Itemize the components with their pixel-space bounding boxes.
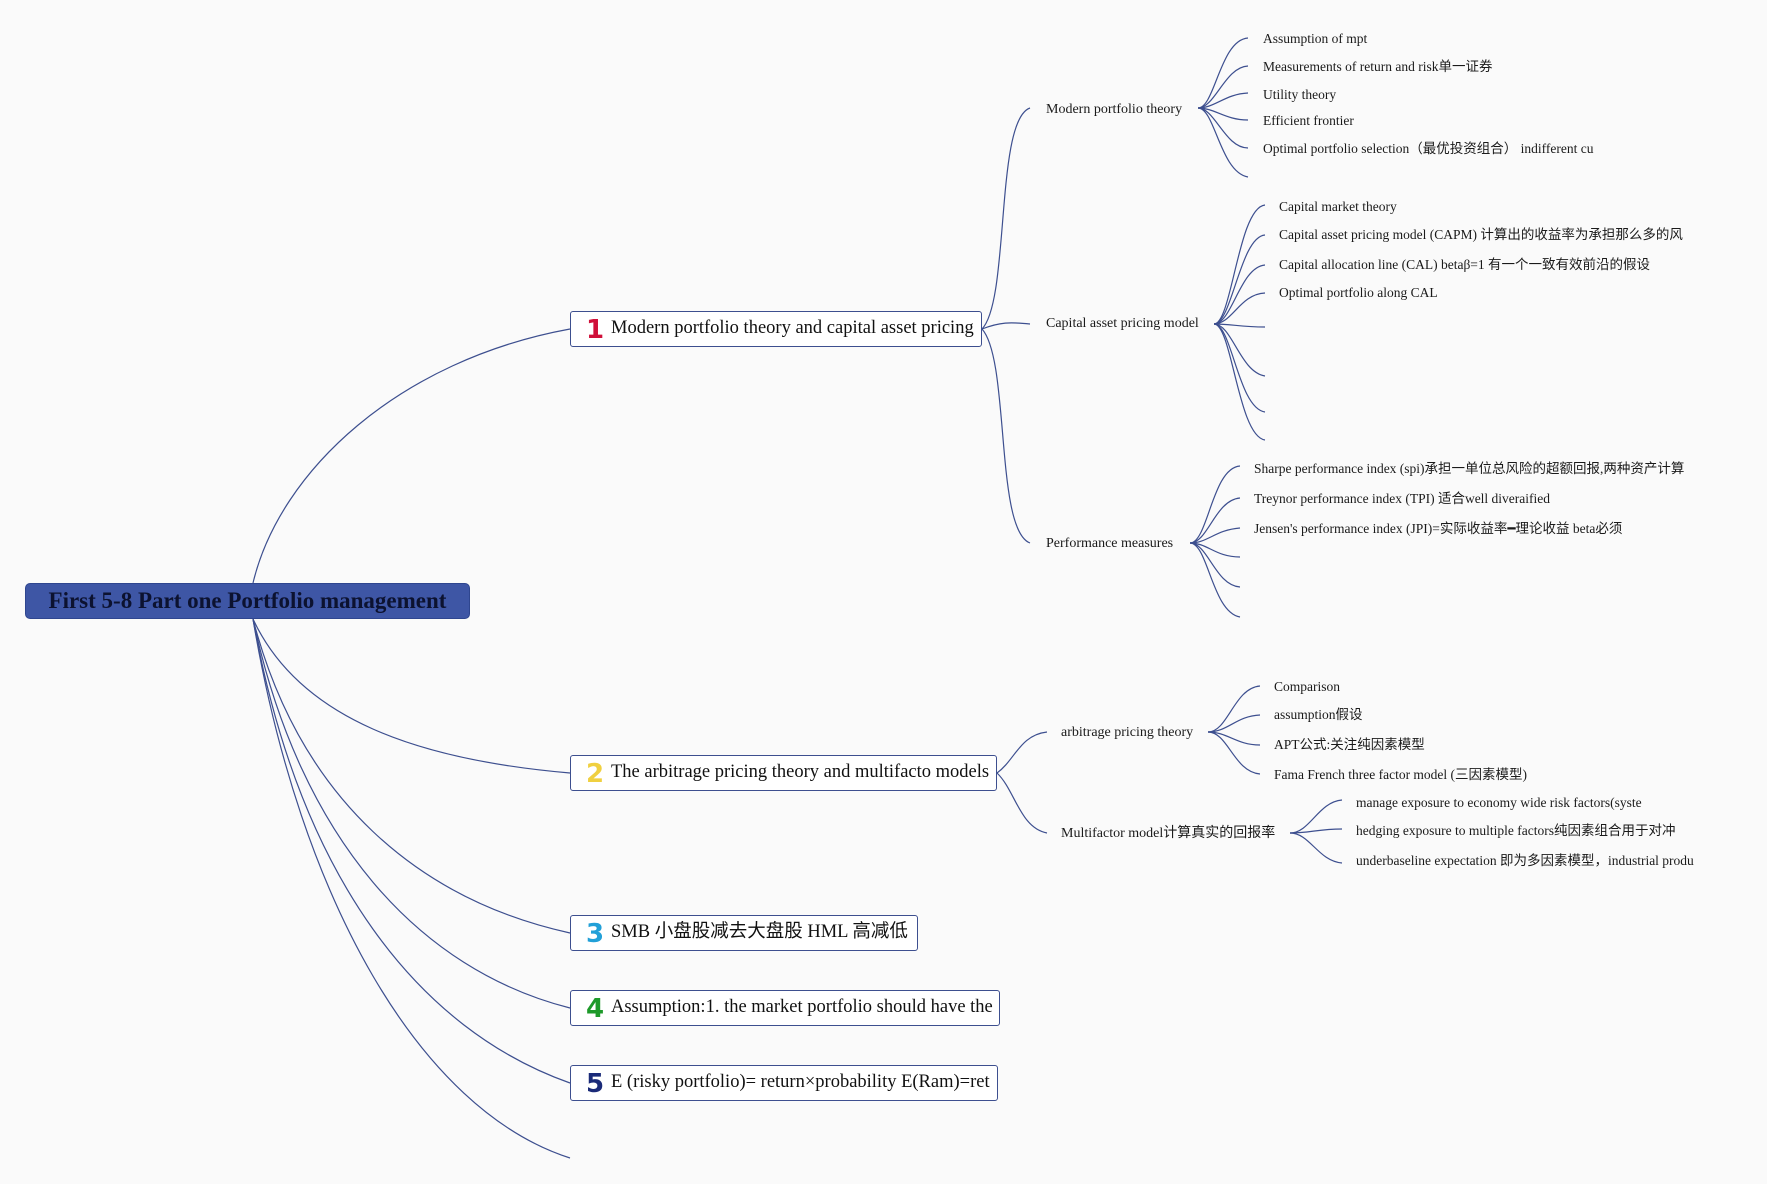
leaf-topic[interactable]: manage exposure to economy wide risk fac… — [1356, 795, 1642, 810]
subtopic-capital-asset-pricing-model[interactable]: Capital asset pricing model — [1046, 316, 1199, 331]
number-marker-2: 2 — [586, 759, 605, 789]
leaf-topic[interactable]: hedging exposure to multiple factors纯因素组… — [1356, 823, 1676, 838]
leaf-topic[interactable]: Sharpe performance index (spi)承担一单位总风险的超… — [1254, 461, 1685, 476]
leaf-topic[interactable]: Measurements of return and risk单一证券 — [1263, 59, 1493, 74]
branch-topic-2[interactable]: 2 The arbitrage pricing theory and multi… — [570, 755, 997, 791]
leaf-topic[interactable]: Efficient frontier — [1263, 113, 1354, 128]
number-marker-1: 1 — [586, 315, 605, 345]
leaf-topic[interactable]: Comparison — [1274, 679, 1340, 694]
leaf-topic[interactable]: Fama French three factor model (三因素模型) — [1274, 767, 1528, 782]
leaf-topic[interactable]: APT公式:关注纯因素模型 — [1274, 737, 1425, 752]
subtopic-arbitrage-pricing-theory[interactable]: arbitrage pricing theory — [1061, 725, 1194, 740]
branch-label: The arbitrage pricing theory and multifa… — [611, 762, 990, 782]
subtopic-performance-measures[interactable]: Performance measures — [1046, 536, 1174, 551]
leaf-topic[interactable]: Optimal portfolio selection（最优投资组合） indi… — [1263, 141, 1594, 156]
leaf-topic[interactable]: Capital allocation line (CAL) betaβ=1 有一… — [1279, 257, 1651, 272]
branch-topic-4[interactable]: 4 Assumption:1. the market portfolio sho… — [570, 990, 1000, 1026]
leaf-topic[interactable]: assumption假设 — [1274, 707, 1363, 722]
leaf-topic[interactable]: Utility theory — [1263, 87, 1337, 102]
branch-label: Assumption:1. the market portfolio shoul… — [611, 997, 993, 1017]
root-topic[interactable]: First 5-8 Part one Portfolio management — [25, 583, 470, 619]
branch-label: SMB 小盘股减去大盘股 HML 高减低 — [611, 922, 908, 942]
branch-topic-5[interactable]: 5 E (risky portfolio)= return×probabilit… — [570, 1065, 998, 1101]
leaf-topic[interactable]: Jensen's performance index (JPI)=实际收益率━理… — [1254, 521, 1623, 536]
number-marker-4: 4 — [586, 994, 605, 1024]
branch-topic-3[interactable]: 3 SMB 小盘股减去大盘股 HML 高减低 — [570, 915, 918, 951]
leaf-topic[interactable]: Assumption of mpt — [1263, 31, 1368, 46]
number-marker-5: 5 — [586, 1069, 605, 1099]
leaf-topic[interactable]: Treynor performance index (TPI) 适合well d… — [1254, 491, 1551, 506]
subtopic-modern-portfolio-theory[interactable]: Modern portfolio theory — [1046, 102, 1183, 117]
leaf-topic[interactable]: Capital market theory — [1279, 199, 1397, 214]
branch-topic-1[interactable]: 1 Modern portfolio theory and capital as… — [570, 311, 982, 347]
leaf-topic[interactable]: Capital asset pricing model (CAPM) 计算出的收… — [1279, 227, 1683, 242]
leaf-topic[interactable]: underbaseline expectation 即为多因素模型，indust… — [1356, 853, 1694, 868]
number-marker-3: 3 — [586, 919, 605, 949]
branch-label: E (risky portfolio)= return×probability … — [611, 1072, 990, 1092]
leaf-topic[interactable]: Optimal portfolio along CAL — [1279, 285, 1438, 300]
branch-label: Modern portfolio theory and capital asse… — [611, 318, 974, 338]
subtopic-multifactor-model[interactable]: Multifactor model计算真实的回报率 — [1061, 826, 1276, 841]
